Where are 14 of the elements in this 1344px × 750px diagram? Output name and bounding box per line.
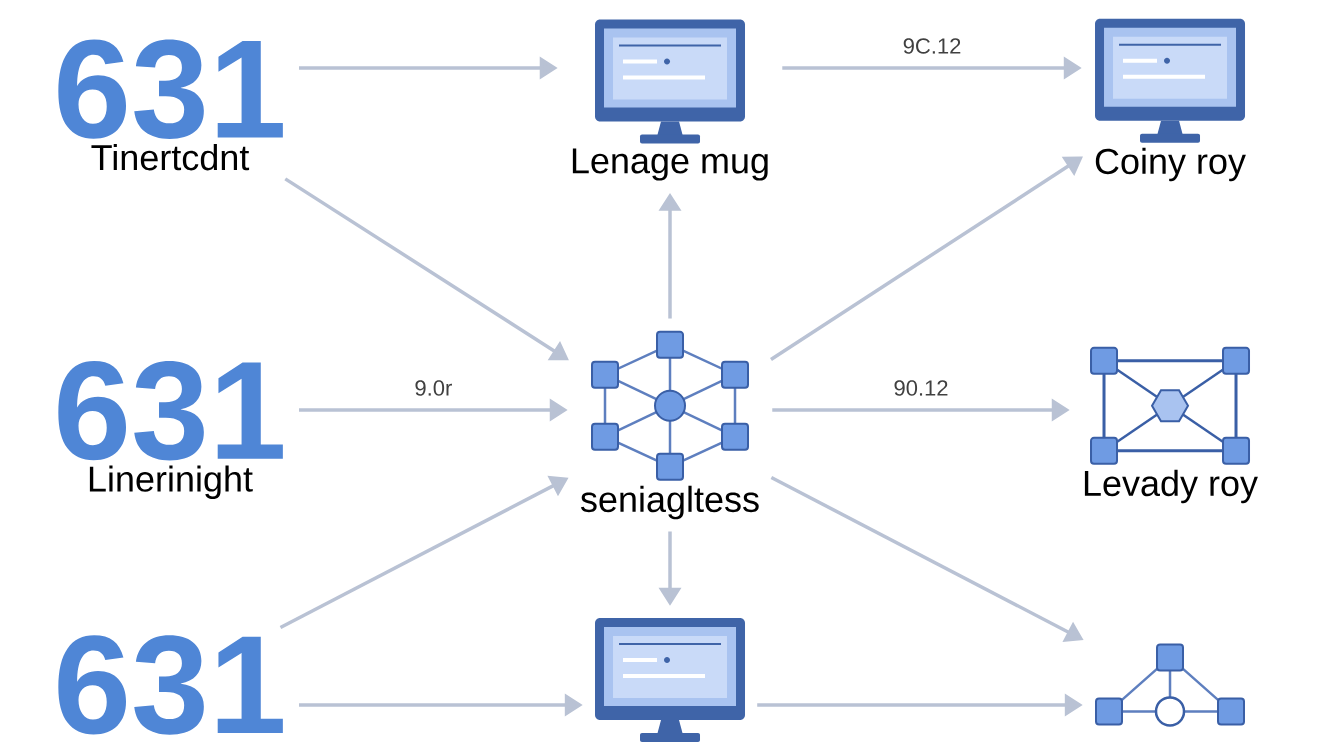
node-label: Linerinight [89,465,253,499]
node-label: Tinertcdnt [91,143,250,171]
monitor-icon [595,618,745,742]
edge-label: 9.0r [415,380,452,396]
big-number: 631 [58,361,283,461]
node-label: Levady roy [1084,469,1258,504]
big-number: 631 [58,635,283,735]
big-number: 631 [58,39,283,139]
edge-label: 90.12 [894,380,948,396]
node-label: Coiny roy [1095,147,1246,182]
edge-label: 9C.12 [903,38,961,54]
node-label: Lenage mug [572,148,768,181]
network-icon [1095,643,1245,727]
node-label: seniagltess [580,485,759,520]
